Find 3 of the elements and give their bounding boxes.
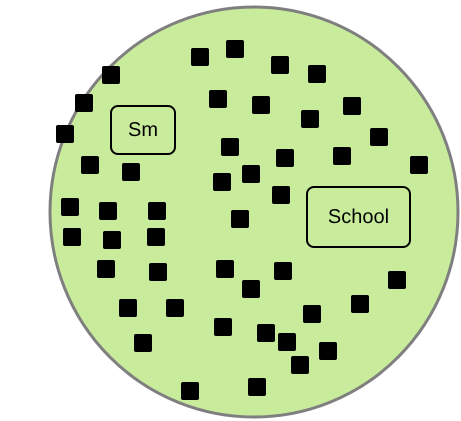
label-box: Sm [110, 105, 176, 155]
circle-region [48, 5, 460, 419]
label-box: School [306, 186, 411, 248]
